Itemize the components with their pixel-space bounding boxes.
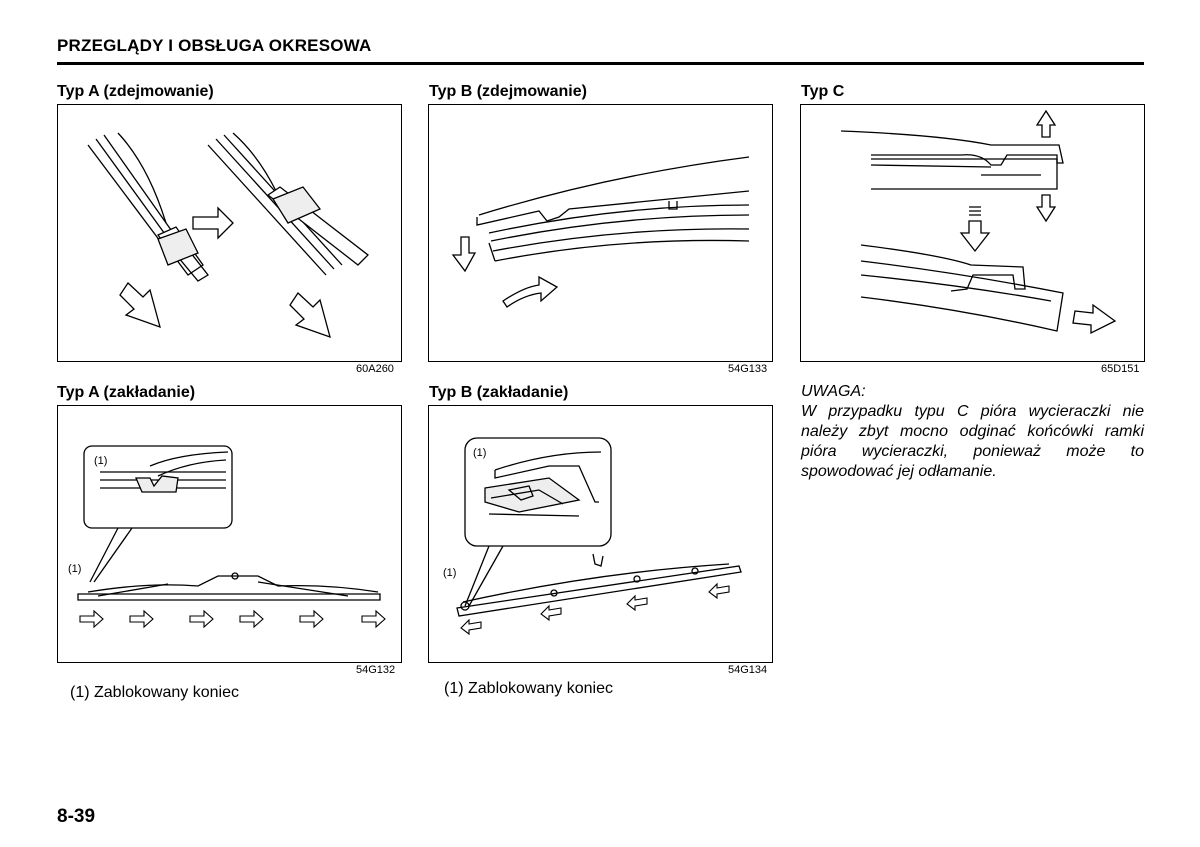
figure-type-a-install: (1) (1) <box>57 405 402 663</box>
note-body: W przypadku typu C pióra wycieraczki nie… <box>801 403 1144 480</box>
warning-note: UWAGA: W przypadku typu C pióra wycierac… <box>801 382 1144 482</box>
figure-caption-type-b-install: Typ B (zakładanie) <box>429 384 569 401</box>
callout-label-inset: (1) <box>94 455 107 467</box>
page-header-title: PRZEGLĄDY I OBSŁUGA OKRESOWA <box>57 36 372 55</box>
figure-code: 54G134 <box>728 664 768 676</box>
figure-caption-type-a-removal: Typ A (zdejmowanie) <box>57 83 214 100</box>
note-title: UWAGA: <box>801 383 866 400</box>
figure-type-b-install: (1) (1) <box>428 405 773 663</box>
page-number: 8-39 <box>57 806 96 827</box>
figure-caption-type-c: Typ C <box>801 83 845 100</box>
legend-locked-end: (1) Zablokowany koniec <box>444 680 613 697</box>
figure-code: 60A260 <box>356 363 394 375</box>
callout-label-inset: (1) <box>473 447 486 459</box>
figure-type-c <box>800 104 1145 362</box>
figure-code: 54G133 <box>728 363 768 375</box>
figure-caption-type-a-install: Typ A (zakładanie) <box>57 384 196 401</box>
figure-type-a-removal <box>57 104 402 362</box>
figure-caption-type-b-removal: Typ B (zdejmowanie) <box>429 83 587 100</box>
figure-code: 65D151 <box>1101 363 1140 375</box>
figure-code: 54G132 <box>356 664 396 676</box>
header-rule <box>57 62 1144 65</box>
callout-label-main: (1) <box>443 567 456 579</box>
figure-type-b-removal <box>428 104 773 362</box>
legend-locked-end: (1) Zablokowany koniec <box>70 684 239 701</box>
callout-label-main: (1) <box>68 563 81 575</box>
